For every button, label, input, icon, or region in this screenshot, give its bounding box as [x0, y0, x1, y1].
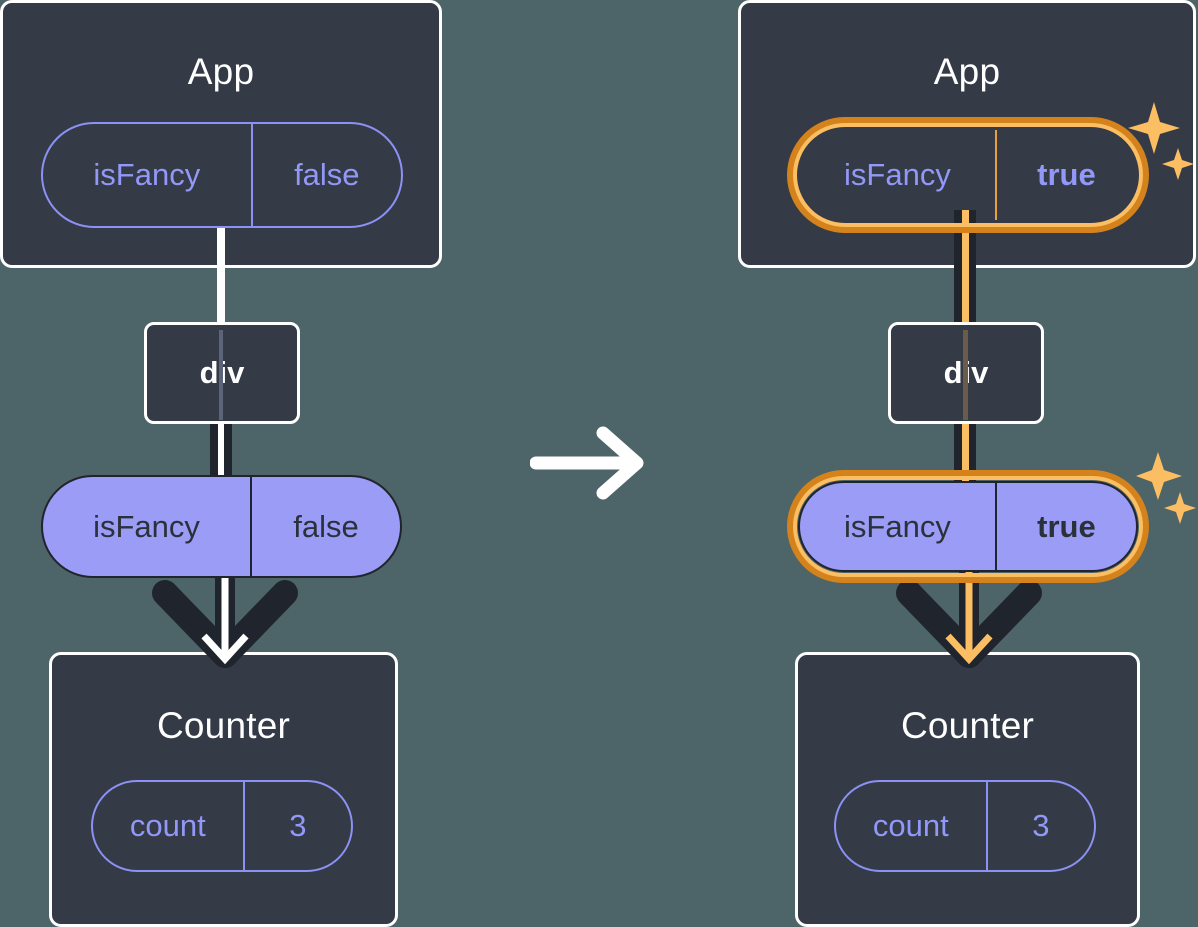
pill-name: isFancy: [93, 508, 200, 544]
app-box-title: App: [187, 51, 255, 92]
pill-value: false: [250, 477, 400, 576]
pill-value: 3: [985, 782, 1094, 870]
pill-name: isFancy: [844, 508, 951, 544]
counter-state-pill-after[interactable]: count 3: [834, 780, 1096, 872]
sparkles-icon-app: [1128, 102, 1194, 180]
arrow-pill-to-counter-before: [152, 555, 298, 668]
transition-arrow-right-icon: [530, 426, 644, 500]
sparkles-icon-prop: [1136, 452, 1196, 524]
connector-div-to-pill-core-right: [962, 418, 969, 488]
counter-box-title: Counter: [900, 705, 1035, 746]
connector-through-div-right: [963, 330, 968, 420]
counter-state-pill-before[interactable]: count 3: [91, 780, 353, 872]
app-box-title: App: [933, 51, 1001, 92]
pill-name: count: [872, 808, 949, 843]
app-state-pill-after[interactable]: isFancy true: [798, 128, 1138, 222]
pill-name: isFancy: [93, 157, 201, 192]
prop-pill-after[interactable]: isFancy true: [798, 481, 1138, 572]
arrow-pill-to-counter-after: [896, 555, 1042, 668]
pill-value: true: [994, 130, 1136, 220]
connector-app-to-div-core-right: [962, 210, 969, 330]
pill-name: count: [129, 808, 206, 843]
pill-value: 3: [242, 782, 351, 870]
connector-through-div-left: [219, 330, 223, 420]
pill-value: true: [994, 483, 1136, 570]
app-state-pill-before[interactable]: isFancy false: [41, 122, 403, 228]
pill-name: isFancy: [844, 157, 951, 192]
pill-value: false: [250, 124, 401, 226]
connector-app-to-div-left: [217, 228, 225, 328]
prop-pill-before[interactable]: isFancy false: [41, 475, 402, 578]
connector-div-to-pill-inner-left: [218, 418, 224, 488]
counter-box-title: Counter: [156, 705, 291, 746]
